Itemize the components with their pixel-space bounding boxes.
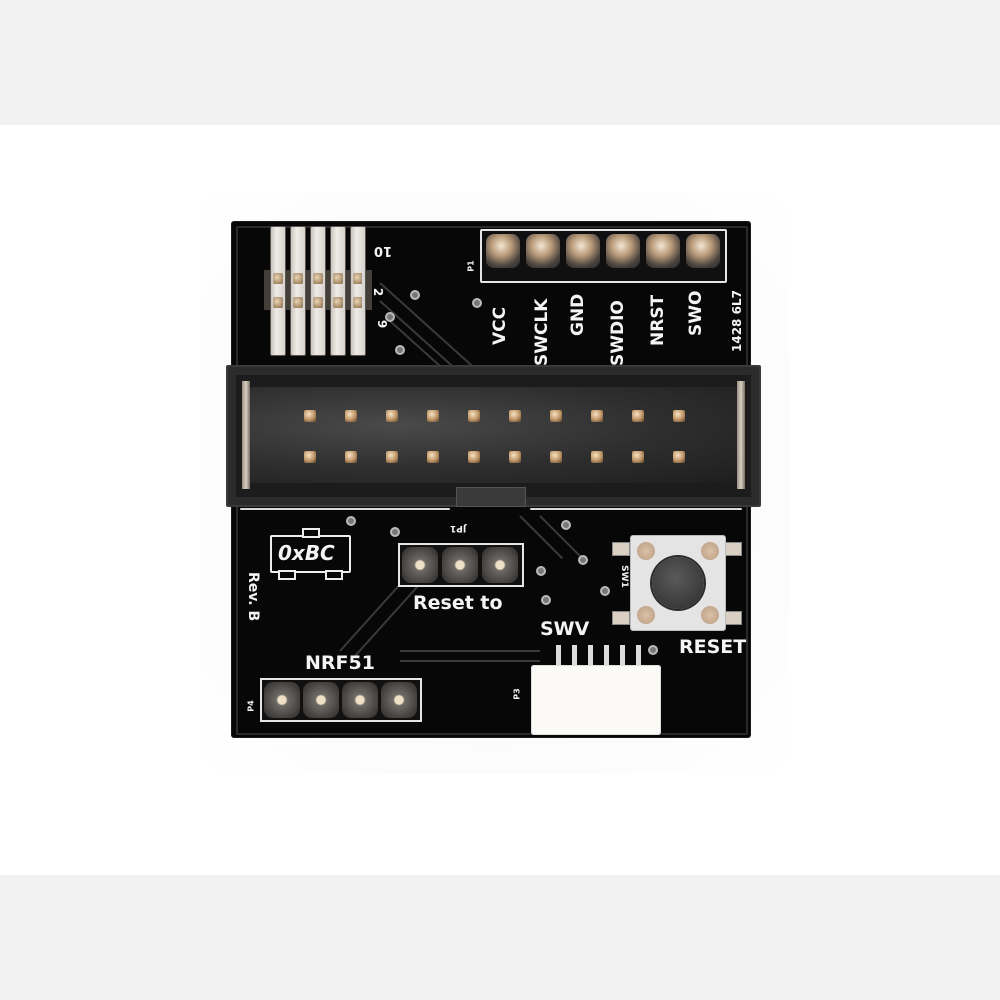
- nrf51-4pin-header: [260, 678, 422, 722]
- via: [541, 595, 551, 605]
- via: [536, 566, 546, 576]
- logo-text: 0xBC: [278, 541, 335, 565]
- swv-label: SWV: [540, 618, 590, 640]
- reset-button-cap[interactable]: [652, 557, 704, 609]
- via: [578, 555, 588, 565]
- swd-6pin-header: [480, 229, 727, 283]
- via: [385, 312, 395, 322]
- date-code-label: 1428 6L7: [730, 290, 744, 352]
- jtag-pin9-label: 9: [375, 319, 390, 329]
- reset-to-label: Reset to: [413, 592, 503, 614]
- top-gray-band: [0, 0, 1000, 125]
- jtag-pin10-label: 10: [374, 243, 393, 258]
- p1-ref-label: P1: [466, 260, 476, 272]
- p3-ref-label: P3: [512, 688, 522, 700]
- pcb-trace: [400, 650, 540, 652]
- pin-label-swo: SWO: [686, 290, 706, 336]
- via: [648, 645, 658, 655]
- via: [395, 345, 405, 355]
- reset-label: RESET: [679, 636, 747, 658]
- nrf51-label: NRF51: [305, 652, 375, 674]
- via: [390, 527, 400, 537]
- sw1-ref-label: SW1: [618, 565, 629, 588]
- pin-label-swdio: SWDIO: [608, 300, 628, 366]
- logo-0xbc: 0xBC: [270, 528, 351, 580]
- jtag-pin2-label: 2: [371, 287, 386, 297]
- via: [472, 298, 482, 308]
- bottom-gray-band: [0, 875, 1000, 1000]
- pin-label-nrst: NRST: [648, 294, 668, 346]
- via: [561, 520, 571, 530]
- reset-to-3pin-header: [398, 543, 524, 587]
- pin-label-swclk: SWCLK: [532, 298, 552, 366]
- jp1-ref-label: JP1: [450, 523, 467, 533]
- pcb-trace: [400, 660, 540, 662]
- jtag-2x5-header: [264, 226, 372, 356]
- p4-ref-label: P4: [246, 700, 256, 712]
- revision-label: Rev. B: [245, 572, 261, 622]
- pin-label-gnd: GND: [568, 293, 588, 336]
- swv-jst-connector: [531, 665, 661, 735]
- via: [346, 516, 356, 526]
- pin-label-vcc: VCC: [490, 306, 510, 345]
- via: [600, 586, 610, 596]
- reset-tactile-switch[interactable]: [630, 535, 726, 631]
- via: [410, 290, 420, 300]
- idc-20pin-connector: [226, 365, 761, 507]
